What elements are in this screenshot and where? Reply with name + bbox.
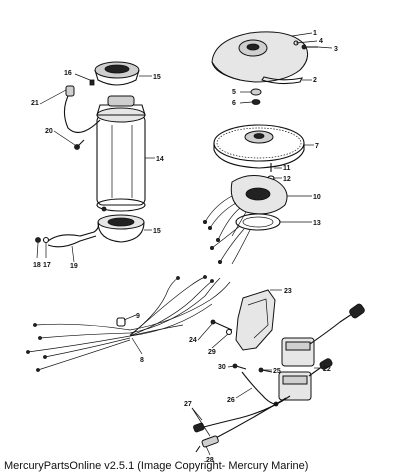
spark-plug-part[interactable] bbox=[195, 435, 219, 453]
stator-part[interactable] bbox=[202, 175, 288, 242]
callout-labels: 1 4 3 2 5 6 7 11 12 10 13 16 15 21 20 14… bbox=[31, 30, 338, 464]
callout-24: 24 bbox=[189, 337, 197, 344]
callout-17: 17 bbox=[43, 262, 51, 269]
ground-cable-part[interactable] bbox=[47, 206, 107, 248]
callout-2: 2 bbox=[313, 77, 317, 84]
washer-29-part[interactable] bbox=[225, 328, 233, 336]
callout-6: 6 bbox=[232, 100, 236, 107]
clamp-part[interactable] bbox=[116, 317, 126, 327]
nut-washer-part[interactable] bbox=[250, 88, 262, 105]
copyright-footer: MercuryPartsOnline v2.5.1 (Image Copyrig… bbox=[4, 460, 309, 472]
switch-box-lower-part[interactable] bbox=[278, 358, 333, 401]
callout-5: 5 bbox=[232, 89, 236, 96]
callout-15-top: 15 bbox=[153, 74, 161, 81]
callout-18: 18 bbox=[33, 262, 41, 269]
ground-strap-part[interactable] bbox=[241, 371, 275, 405]
callout-21: 21 bbox=[31, 100, 39, 107]
nut-18-part[interactable] bbox=[35, 237, 41, 243]
callout-14: 14 bbox=[156, 156, 164, 163]
switch-box-upper-part[interactable] bbox=[281, 303, 366, 367]
callout-1: 1 bbox=[313, 30, 317, 37]
callout-9: 9 bbox=[136, 313, 140, 320]
callout-7: 7 bbox=[315, 143, 319, 150]
trigger-part[interactable] bbox=[209, 213, 281, 265]
flywheel-part[interactable] bbox=[213, 124, 305, 169]
callout-19: 19 bbox=[70, 263, 78, 270]
callout-4: 4 bbox=[319, 38, 323, 45]
callout-30: 30 bbox=[218, 364, 226, 371]
starter-cable-part[interactable] bbox=[63, 91, 101, 134]
callout-16: 16 bbox=[64, 70, 72, 77]
callout-10: 10 bbox=[313, 194, 321, 201]
screw-30-part[interactable] bbox=[232, 363, 247, 370]
callout-22: 22 bbox=[323, 366, 331, 373]
callout-27: 27 bbox=[184, 401, 192, 408]
drive-cup-bottom-part[interactable] bbox=[97, 214, 145, 243]
callout-26: 26 bbox=[227, 397, 235, 404]
band-part[interactable] bbox=[261, 76, 303, 85]
screw-20-part[interactable] bbox=[74, 139, 85, 150]
starter-motor-part[interactable] bbox=[96, 95, 146, 212]
callout-20: 20 bbox=[45, 128, 53, 135]
callout-11: 11 bbox=[283, 165, 291, 172]
callout-13: 13 bbox=[313, 220, 321, 227]
terminal-nut-part[interactable] bbox=[89, 79, 95, 86]
bracket-detail bbox=[247, 298, 269, 339]
leader-lines bbox=[36, 32, 333, 456]
callout-3: 3 bbox=[334, 46, 338, 53]
plug-lead-part[interactable] bbox=[193, 395, 291, 441]
flywheel-cover-part[interactable] bbox=[211, 31, 309, 83]
callout-15-bottom: 15 bbox=[153, 228, 161, 235]
cable-boot bbox=[65, 85, 75, 97]
screw-24-part[interactable] bbox=[210, 319, 233, 331]
callout-8: 8 bbox=[140, 357, 144, 364]
bracket-part[interactable] bbox=[235, 289, 276, 351]
callout-25: 25 bbox=[273, 368, 281, 375]
wire-harness-part[interactable] bbox=[26, 275, 231, 372]
callout-12: 12 bbox=[283, 176, 291, 183]
callout-23: 23 bbox=[284, 288, 292, 295]
drive-cup-top-part[interactable] bbox=[94, 61, 140, 86]
washer-17-part[interactable] bbox=[42, 236, 50, 244]
callout-28: 28 bbox=[206, 457, 214, 464]
callout-29: 29 bbox=[208, 349, 216, 356]
